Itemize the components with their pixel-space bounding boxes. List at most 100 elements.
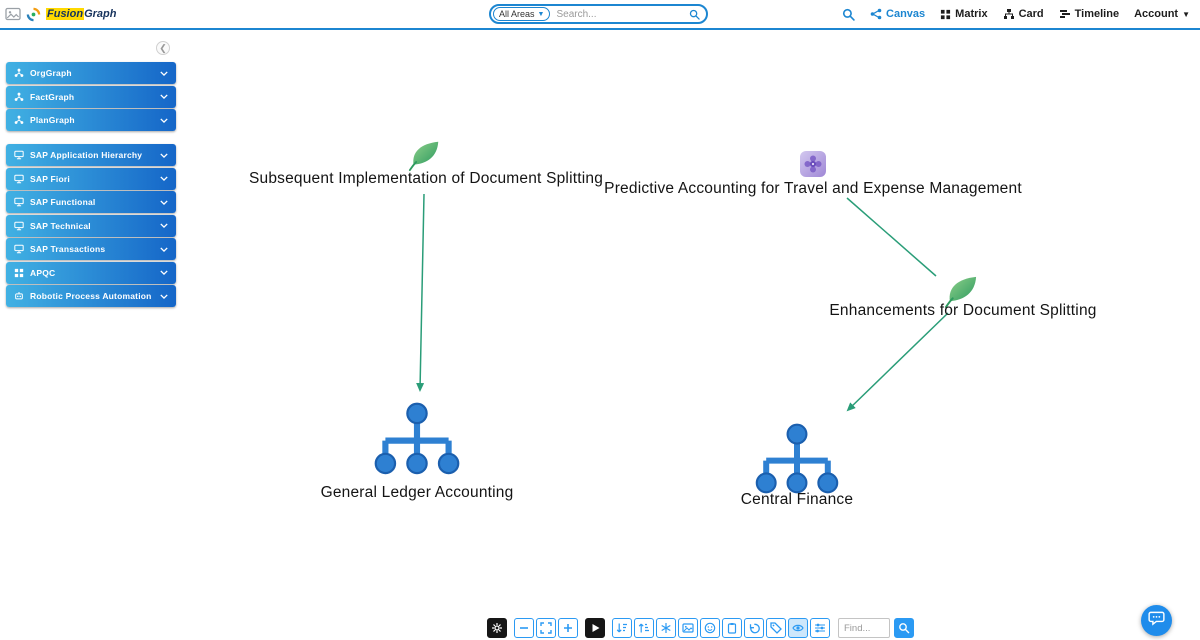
graph-icon <box>14 68 24 78</box>
node-label[interactable]: Enhancements for Document Splitting <box>829 302 1097 319</box>
sidebar-item-sap-technical[interactable]: SAP Technical <box>6 214 176 237</box>
canvas-toolbar <box>487 618 916 638</box>
sidebar-item-sap-fiori[interactable]: SAP Fiori <box>6 167 176 190</box>
smiley-icon <box>704 622 716 634</box>
ai-flower-icon[interactable] <box>799 150 827 183</box>
monitor-icon <box>14 221 24 231</box>
zoom-fit-button[interactable] <box>536 618 556 638</box>
sidebar: OrgGraph FactGraph PlanGraph SAP Applica… <box>6 62 176 309</box>
zoom-in-button[interactable] <box>558 618 578 638</box>
chevron-down-icon <box>160 70 168 76</box>
sidebar-item-orggraph[interactable]: OrgGraph <box>6 62 176 84</box>
tab-canvas[interactable]: Canvas <box>870 8 925 20</box>
gear-icon <box>491 622 503 634</box>
sliders-icon <box>814 622 826 634</box>
tab-matrix[interactable]: Matrix <box>940 8 988 20</box>
node-label[interactable]: Central Finance <box>740 491 854 508</box>
graph-icon <box>14 92 24 102</box>
chevron-down-icon: ▼ <box>1182 9 1190 19</box>
node-label[interactable]: Subsequent Implementation of Document Sp… <box>248 170 604 187</box>
undo-icon <box>748 622 760 634</box>
sidebar-item-factgraph[interactable]: FactGraph <box>6 85 176 108</box>
chat-bubble-icon <box>1148 610 1165 632</box>
sidebar-collapse-button[interactable]: ❮ <box>156 41 170 55</box>
sitemap-icon <box>1003 8 1015 20</box>
chevron-down-icon: ▼ <box>537 10 545 18</box>
visibility-button[interactable] <box>788 618 808 638</box>
leaf-icon[interactable] <box>408 139 441 177</box>
node-label[interactable]: Predictive Accounting for Travel and Exp… <box>604 180 1022 197</box>
global-search: All Areas ▼ <box>489 4 708 24</box>
sidebar-item-apqc[interactable]: APQC <box>6 261 176 284</box>
zoom-out-button[interactable] <box>514 618 534 638</box>
chevron-down-icon <box>160 94 168 99</box>
grid-icon <box>14 268 24 278</box>
feedback-button[interactable] <box>700 618 720 638</box>
chevron-down-icon <box>160 246 168 252</box>
image-icon <box>682 622 694 634</box>
leaf-icon[interactable] <box>944 274 979 314</box>
area-filter-label: All Areas <box>499 9 535 19</box>
org-chart-icon[interactable] <box>754 423 840 505</box>
chevron-down-icon <box>160 270 168 275</box>
snapshot-button[interactable] <box>678 618 698 638</box>
settings-button[interactable] <box>487 618 507 638</box>
sidebar-item-sap-transactions[interactable]: SAP Transactions <box>6 238 176 260</box>
sort-up-icon <box>638 622 650 634</box>
play-icon <box>589 622 601 634</box>
search-icon <box>689 9 700 20</box>
chevron-down-icon <box>160 176 168 181</box>
find-input[interactable] <box>838 618 890 638</box>
tag-icon <box>770 622 782 634</box>
account-menu[interactable]: Account ▼ <box>1134 8 1190 20</box>
brand-mark-icon <box>26 7 41 22</box>
sidebar-item-plangraph[interactable]: PlanGraph <box>6 109 176 131</box>
chevron-down-icon <box>160 117 168 123</box>
tab-canvas-label: Canvas <box>886 8 926 20</box>
chevron-down-icon <box>160 293 168 299</box>
canvas-icon <box>870 8 882 20</box>
header-search-button[interactable] <box>842 8 855 21</box>
clipboard-button[interactable] <box>722 618 742 638</box>
area-filter-dropdown[interactable]: All Areas ▼ <box>493 7 551 21</box>
sidebar-item-sap-functional[interactable]: SAP Functional <box>6 191 176 213</box>
chevron-down-icon <box>160 152 168 158</box>
sidebar-group-graphs: OrgGraph FactGraph PlanGraph <box>6 62 176 131</box>
sidebar-item-robotic-process-automation[interactable]: Robotic Process Automation <box>6 285 176 307</box>
undo-button[interactable] <box>744 618 764 638</box>
tags-button[interactable] <box>766 618 786 638</box>
tab-card-label: Card <box>1018 8 1044 20</box>
top-bar: FusionGraph All Areas ▼ Canvas Matrix Ca… <box>0 0 1200 30</box>
plus-icon <box>562 622 574 634</box>
monitor-icon <box>14 150 24 160</box>
tab-card[interactable]: Card <box>1003 8 1044 20</box>
clear-all-button[interactable] <box>656 618 676 638</box>
search-input[interactable] <box>550 8 689 20</box>
account-label: Account <box>1134 8 1179 20</box>
chevron-down-icon <box>160 199 168 205</box>
clipboard-icon <box>726 622 738 634</box>
sidebar-item-sap-application-hierarchy[interactable]: SAP Application Hierarchy <box>6 144 176 166</box>
tab-timeline[interactable]: Timeline <box>1059 8 1119 20</box>
play-button[interactable] <box>585 618 605 638</box>
monitor-icon <box>14 197 24 207</box>
node-label[interactable]: General Ledger Accounting <box>320 484 514 501</box>
find-submit-button[interactable] <box>894 618 914 638</box>
brand: FusionGraph <box>0 6 116 22</box>
asterisk-icon <box>660 622 672 634</box>
search-icon <box>898 622 910 634</box>
tab-timeline-label: Timeline <box>1074 8 1120 20</box>
layout-sort-down-button[interactable] <box>612 618 632 638</box>
layout-sort-up-button[interactable] <box>634 618 654 638</box>
chat-button[interactable] <box>1141 605 1172 636</box>
eye-icon <box>792 622 804 634</box>
filters-button[interactable] <box>810 618 830 638</box>
graph-icon <box>14 115 24 125</box>
image-placeholder-icon <box>5 6 21 22</box>
fit-screen-icon <box>540 622 552 634</box>
timeline-icon <box>1059 8 1071 20</box>
org-chart-icon[interactable] <box>373 402 461 486</box>
app-title: FusionGraph <box>46 8 117 20</box>
minus-icon <box>518 622 530 634</box>
